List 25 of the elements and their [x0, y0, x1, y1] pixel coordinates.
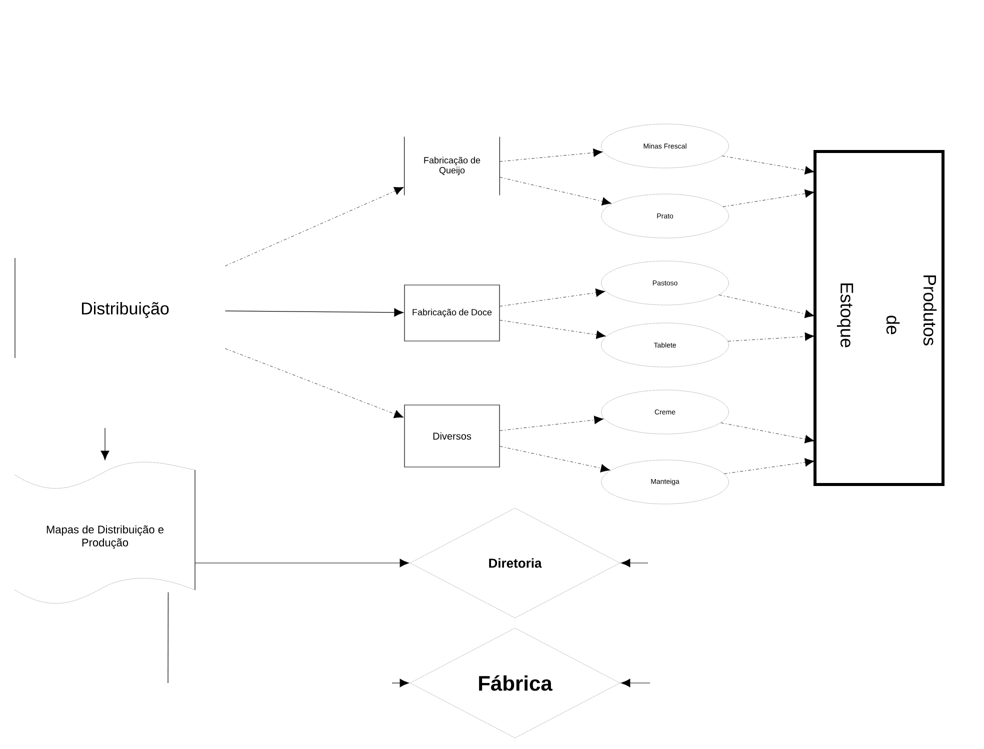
arrow: [724, 458, 815, 474]
arrow: [500, 320, 606, 340]
arrow: [392, 678, 410, 688]
arrow: [500, 416, 604, 431]
arrow: [100, 428, 110, 460]
arrow: [620, 678, 650, 688]
arrow: [224, 308, 404, 317]
arrow: [620, 558, 648, 568]
arrow: [194, 558, 410, 568]
process-box: Fabricação de Queijo: [404, 136, 500, 196]
arrow: [722, 156, 815, 175]
arrow: [722, 189, 815, 207]
arrow: [225, 348, 404, 418]
arrow: [500, 288, 606, 306]
arrow: [500, 148, 603, 162]
process-box: Diversos: [404, 404, 500, 468]
arrow: [718, 294, 815, 318]
arrow: [500, 176, 612, 206]
arrow: [728, 332, 815, 342]
arrow: [720, 422, 815, 444]
process-label: Distribuição: [14, 258, 169, 358]
process-box: Fabricação de Doce: [404, 284, 500, 342]
arrow: [225, 186, 404, 266]
storage-box: Estoque de Produtos: [814, 150, 945, 486]
arrow: [500, 446, 610, 472]
